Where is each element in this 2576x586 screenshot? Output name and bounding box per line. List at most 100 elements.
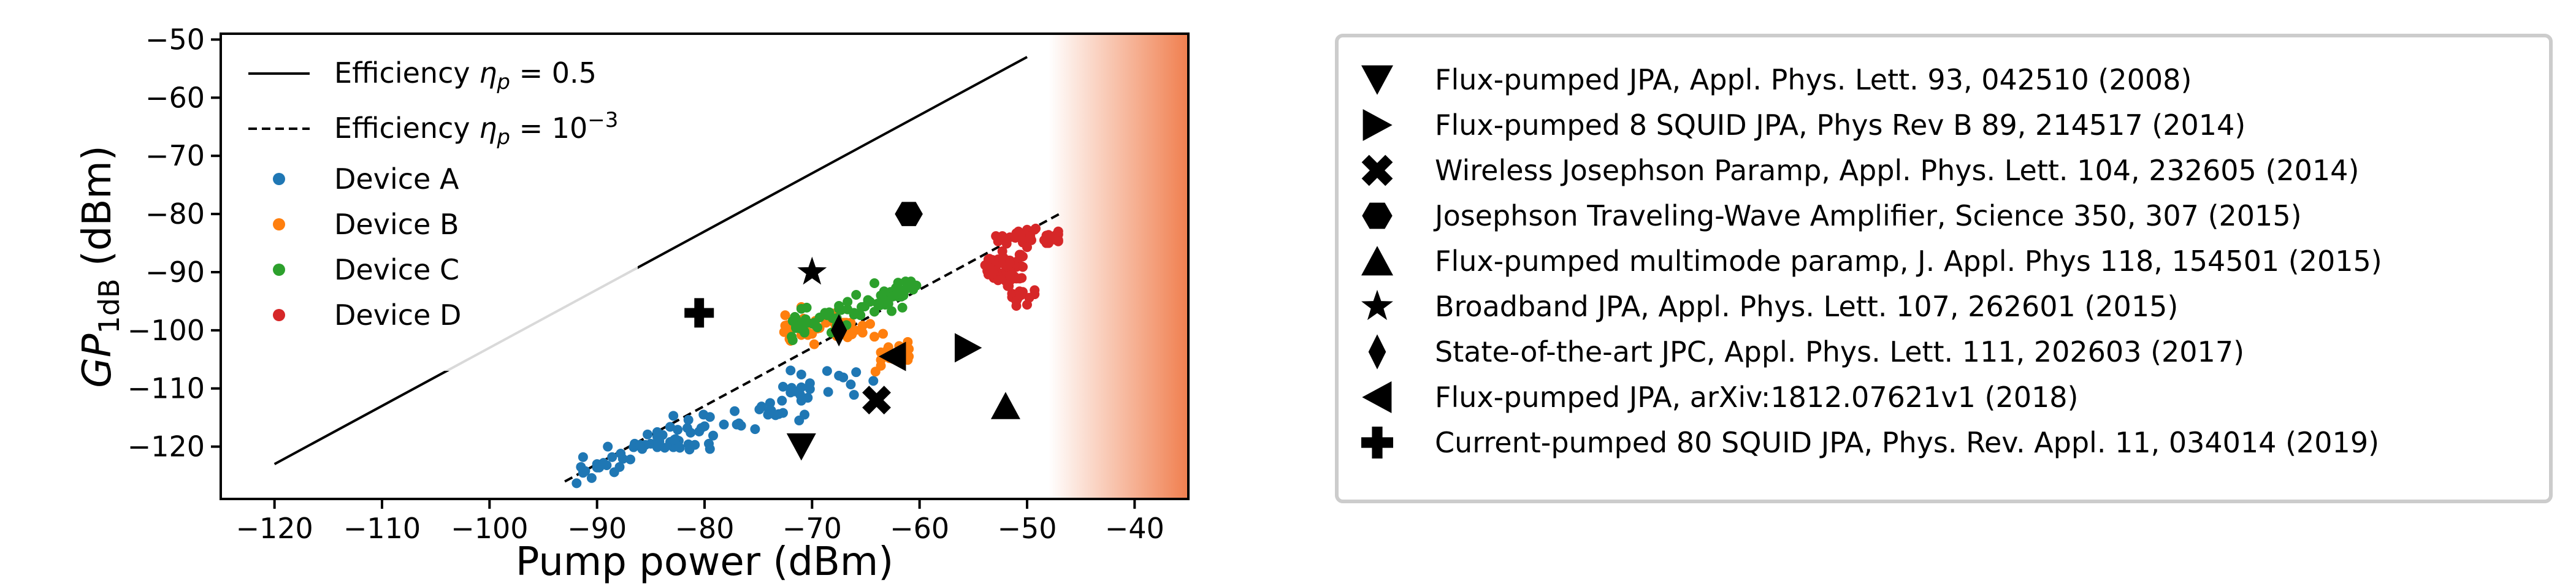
device-a-point [625, 454, 636, 465]
reference-legend-rows: Flux-pumped JPA, Appl. Phys. Lett. 93, 0… [1361, 63, 2382, 459]
x-axis: −120−110−100−90−80−70−60−50−40 [235, 499, 1164, 545]
device-a-point [578, 452, 588, 462]
device-b-point [857, 327, 868, 338]
reference-legend: Flux-pumped JPA, Appl. Phys. Lett. 93, 0… [1335, 34, 2553, 503]
device-a-point [796, 369, 806, 379]
device-c-point [906, 279, 916, 289]
legend-triangle-left-icon [1362, 381, 1392, 413]
device-a-point [576, 462, 586, 472]
device-d-point [1022, 242, 1032, 253]
device-a-point [778, 408, 788, 418]
legend-hexagon-icon [1362, 202, 1393, 229]
diamond-marker [830, 314, 847, 347]
legend-star-icon [1361, 289, 1393, 321]
legend-triangle-down-icon [1361, 65, 1393, 95]
device-d-point [997, 246, 1007, 256]
legend-marker-device-c [273, 264, 285, 276]
legend-marker-device-b [273, 218, 285, 230]
device-d-point [1001, 238, 1012, 249]
legend-label-device-d: Device D [334, 299, 461, 332]
device-c-point [891, 283, 901, 293]
x-tick-label: −90 [567, 512, 627, 545]
device-b-point [869, 332, 880, 342]
device-d-point [1017, 273, 1027, 283]
device-c-point [863, 295, 873, 305]
device-b-point [865, 319, 876, 329]
device-a-point [598, 458, 609, 468]
legend-label-efficiency-1e-3: Efficiency ηp = 10−3 [334, 108, 618, 150]
legend-diamond-icon [1368, 334, 1386, 370]
device-d-point [1031, 223, 1041, 234]
device-a-point [696, 423, 706, 433]
device-d-point [1004, 270, 1015, 281]
reference-markers [684, 202, 1020, 461]
plot-area: −120−110−100−90−80−70−60−50−40 −50−60−70… [128, 23, 1190, 545]
reference-legend-label: Flux-pumped JPA, Appl. Phys. Lett. 93, 0… [1435, 63, 2192, 96]
device-d-point [984, 254, 995, 264]
legend-label-device-a: Device A [334, 162, 459, 196]
device-a-point [787, 382, 797, 393]
device-a-point [673, 425, 683, 435]
device-a-point [805, 384, 815, 394]
device-c-point [900, 286, 910, 296]
device-a-point [653, 439, 663, 449]
inner-legend-frame [233, 43, 638, 371]
device-a-point [668, 411, 679, 421]
device-a-point [778, 381, 788, 392]
device-a-point [643, 429, 653, 440]
device-a-point [851, 367, 862, 378]
reference-legend-frame [1335, 34, 2553, 503]
reference-legend-label: State-of-the-art JPC, Appl. Phys. Lett. … [1435, 335, 2244, 368]
device-b-point [904, 351, 914, 362]
legend-triangle-up-icon [1361, 246, 1393, 276]
device-d-point [1015, 249, 1026, 260]
legend-plus-icon [1361, 427, 1393, 459]
device-d-point [991, 231, 1001, 242]
device-b-point [809, 339, 819, 349]
x-tick-label: −70 [782, 512, 842, 545]
device-d-point [993, 275, 1003, 286]
device-b-point [883, 342, 893, 352]
device-c-point [887, 306, 897, 316]
hexagon-marker [895, 202, 923, 226]
device-a-point [603, 441, 613, 452]
y-tick-label: −50 [145, 23, 205, 56]
shaded-region [1049, 34, 1188, 499]
device-a-point [719, 419, 729, 430]
device-d-point [1030, 289, 1040, 300]
device-a-point [846, 379, 856, 390]
y-tick-label: −80 [145, 197, 205, 230]
device-c-point [869, 306, 880, 317]
device-a-point [838, 372, 849, 382]
reference-legend-label: Flux-pumped multimode paramp, J. Appl. P… [1435, 245, 2382, 278]
reference-legend-label: Flux-pumped JPA, arXiv:1812.07621v1 (201… [1435, 381, 2078, 414]
reference-legend-label: Josephson Traveling-Wave Amplifier, Scie… [1433, 199, 2302, 232]
reference-legend-label: Current-pumped 80 SQUID JPA, Phys. Rev. … [1435, 426, 2379, 459]
x-marker [862, 386, 891, 415]
device-a-point [609, 467, 619, 478]
inner-legend: Efficiency ηp = 0.5 Efficiency ηp = 10−3… [233, 43, 638, 371]
device-c-point [873, 299, 883, 309]
device-d-point [1017, 262, 1028, 272]
triangle-up-marker [990, 392, 1020, 419]
legend-marker-device-a [273, 173, 285, 185]
device-a-point [763, 409, 773, 420]
device-d-point [1022, 300, 1032, 310]
device-d-point [1004, 258, 1015, 268]
x-tick-label: −80 [675, 512, 734, 545]
legend-triangle-right-icon [1363, 109, 1393, 141]
device-c-point [869, 278, 880, 289]
y-axis-title: GP1dB (dBm) [75, 145, 126, 387]
device-c-point [856, 302, 866, 312]
device-a-point [785, 365, 796, 376]
device-c-point [801, 302, 812, 313]
device-a-point [586, 473, 597, 483]
x-tick-label: −100 [451, 512, 528, 545]
x-tick-label: −110 [343, 512, 421, 545]
device-c-point [849, 308, 859, 318]
triangle-down-marker [786, 433, 816, 461]
plus-marker [684, 298, 714, 328]
device-c-point [879, 286, 889, 297]
device-c-point [795, 324, 806, 334]
